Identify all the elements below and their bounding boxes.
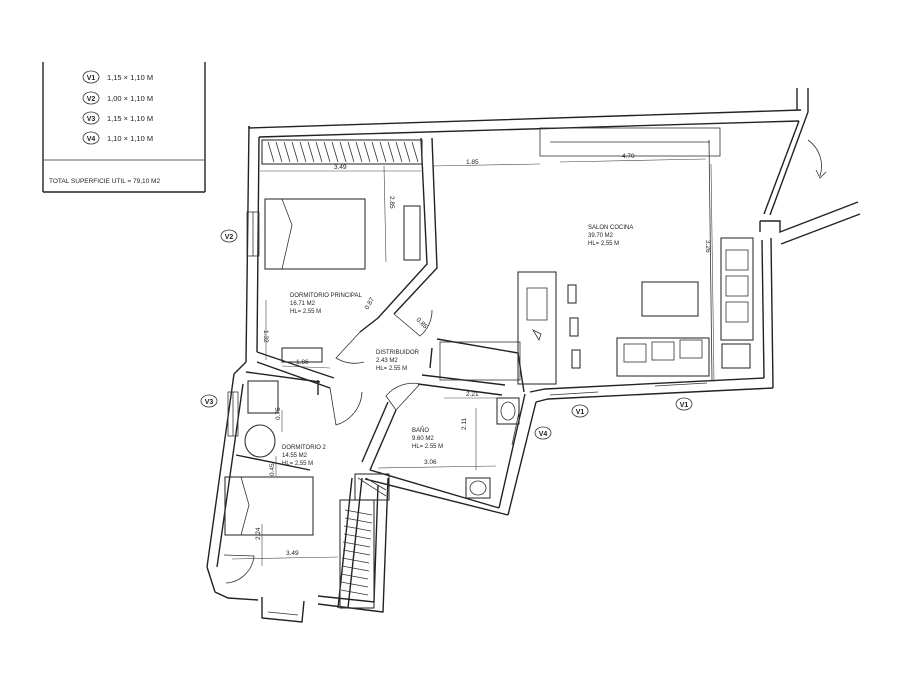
- legend-id-v1: V1: [87, 75, 96, 82]
- room-dorm2: DORMITORIO 2 14.55 M2 HL= 2,55 M: [282, 445, 327, 467]
- furniture: [224, 139, 754, 609]
- legend-row-v3: V3 1,15 × 1,10 M: [82, 111, 153, 125]
- room-bano: BAÑO 9.60 M2 HL= 2.55 M: [412, 427, 443, 450]
- window-tag-v3: V3: [205, 399, 214, 406]
- dim-label: 2.85: [388, 196, 395, 209]
- legend-id-v2: V2: [87, 96, 96, 103]
- dim-label: 0.75: [275, 407, 282, 420]
- walls: [206, 88, 861, 623]
- dim-label: 1.32: [262, 330, 269, 343]
- legend-size-v2: 1,00 × 1,10 M: [107, 94, 153, 103]
- legend-size-v3: 1,15 × 1,10 M: [107, 114, 153, 123]
- dim-label: 3.06: [424, 459, 437, 466]
- dim-label: 1.85: [466, 159, 479, 166]
- room-distrib-name: DISTRIBUIDOR: [376, 350, 420, 356]
- room-salon-hl: HL= 2,55 M: [588, 241, 619, 247]
- doors: [223, 139, 827, 584]
- dim-label: 3.26: [704, 240, 711, 253]
- room-dorm1-hl: HL= 2,55 M: [290, 309, 321, 315]
- dim-label: 0.45: [269, 463, 276, 476]
- legend-size-v1: 1,15 × 1,10 M: [107, 73, 153, 82]
- legend-row-v1: V1 1,15 × 1,10 M: [82, 70, 153, 84]
- room-dorm2-name: DORMITORIO 2: [282, 445, 327, 451]
- room-dorm2-area: 14.55 M2: [282, 453, 308, 459]
- legend-id-v4: V4: [87, 136, 96, 143]
- interior-walls: [235, 137, 525, 609]
- room-distrib-hl: HL= 2.55 M: [376, 366, 407, 372]
- dimension-labels: 3.49 1.85 4.70 2.85 3.26 1.32 1.86 0.87 …: [255, 153, 711, 557]
- dim-label: 2.21: [466, 391, 479, 398]
- room-distrib: DISTRIBUIDOR 2.43 M2 HL= 2.55 M: [376, 350, 420, 372]
- room-bano-name: BAÑO: [412, 427, 429, 434]
- room-dorm2-hl: HL= 2,55 M: [282, 461, 313, 467]
- window-tag-v2: V2: [225, 234, 234, 241]
- dim-label: 3.49: [286, 550, 299, 557]
- dim-label: 2.24: [255, 527, 262, 540]
- legend-size-v4: 1,10 × 1,10 M: [107, 134, 153, 143]
- legend-total: TOTAL SUPERFICIE UTIL = 79,10 M2: [49, 178, 160, 185]
- window-tag-v4: V4: [539, 431, 548, 438]
- windows: [227, 127, 721, 446]
- dim-label: 3.49: [334, 164, 347, 171]
- room-dorm1-area: 16.71 M2: [290, 301, 316, 307]
- room-salon: SALON COCINA 39.70 M2 HL= 2,55 M: [588, 225, 633, 247]
- room-bano-hl: HL= 2.55 M: [412, 444, 443, 450]
- legend-row-v4: V4 1,10 × 1,10 M: [82, 131, 153, 145]
- legend-id-v3: V3: [87, 116, 96, 123]
- window-tags: V2 V3 V1 V1 V4: [200, 229, 693, 440]
- room-dorm1: DORMITORIO PRINCIPAL 16.71 M2 HL= 2,55 M: [290, 293, 362, 315]
- room-salon-name: SALON COCINA: [588, 225, 633, 231]
- legend: V1 1,15 × 1,10 M V2 1,00 × 1,10 M V3 1,1…: [42, 62, 206, 193]
- room-dorm1-name: DORMITORIO PRINCIPAL: [290, 293, 362, 299]
- window-tag-v1: V1: [576, 409, 585, 416]
- dim-label: 2.11: [461, 417, 468, 430]
- dimension-lines: [231, 158, 715, 566]
- window-tag-v1: V1: [680, 402, 689, 409]
- room-distrib-area: 2.43 M2: [376, 358, 398, 364]
- dim-label: 4.70: [622, 153, 635, 160]
- room-salon-area: 39.70 M2: [588, 233, 614, 239]
- room-bano-area: 9.60 M2: [412, 436, 434, 442]
- dim-label: 0.87: [364, 296, 377, 311]
- legend-row-v2: V2 1,00 × 1,10 M: [82, 91, 153, 105]
- dim-label: 1.86: [296, 359, 309, 366]
